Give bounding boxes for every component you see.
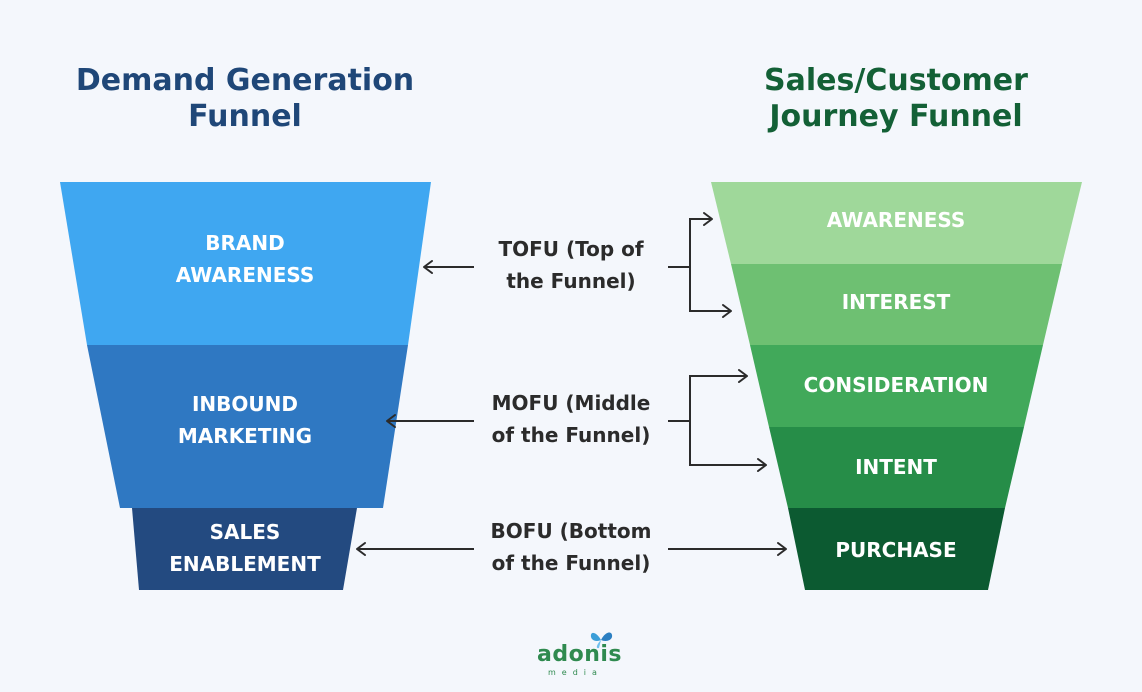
mofu-label: of the Funnel) (492, 423, 651, 447)
demand-generation-title-line1: Demand Generation (75, 63, 415, 98)
left-stage-brand-awareness (60, 182, 431, 345)
connector-arrows (356, 212, 787, 556)
bofu-label: BOFU (Bottom (491, 519, 652, 543)
right-stage-label: PURCHASE (835, 538, 956, 562)
right-stage-purchase (788, 508, 1005, 590)
arrowhead (703, 212, 713, 226)
right-stage-label: CONSIDERATION (804, 373, 989, 397)
right-stage-label: INTENT (855, 455, 937, 479)
right-stage-interest (731, 264, 1062, 345)
customer-journey-title: Sales/Customer Journey Funnel (690, 63, 1102, 135)
mofu-label: MOFU (Middle (492, 391, 651, 415)
middle-labels: TOFU (Top of the Funnel) MOFU (Middle of… (491, 237, 652, 575)
arrowhead (777, 542, 787, 556)
demand-generation-title-line2: Funnel (188, 99, 302, 134)
arrowhead (356, 542, 366, 556)
customer-journey-funnel: AWARENESS INTEREST CONSIDERATION INTENT … (711, 182, 1082, 590)
customer-journey-title-line1: Sales/Customer (764, 63, 1028, 98)
left-stage-inbound-marketing (87, 345, 408, 508)
left-stage-label: MARKETING (178, 424, 312, 448)
left-stage-label: AWARENESS (176, 263, 315, 287)
tofu-label: the Funnel) (506, 269, 635, 293)
customer-journey-title-line2: Journey Funnel (769, 99, 1023, 134)
mofu-bracket (689, 375, 766, 466)
right-stage-awareness (711, 182, 1082, 264)
arrowhead (738, 369, 748, 383)
bofu-label: of the Funnel) (492, 551, 651, 575)
tofu-label: TOFU (Top of (498, 237, 643, 261)
arrowhead (423, 260, 433, 274)
left-stage-label: ENABLEMENT (169, 552, 321, 576)
logo-subtext: media (548, 668, 603, 677)
right-stage-consideration (750, 345, 1043, 427)
arrowhead (722, 304, 732, 318)
demand-generation-title: Demand Generation Funnel (40, 63, 450, 135)
right-stage-intent (769, 427, 1024, 508)
left-stage-label: INBOUND (192, 392, 298, 416)
left-stage-sales-enablement (132, 508, 357, 590)
demand-generation-funnel: BRAND AWARENESS INBOUND MARKETING SALES … (60, 182, 431, 590)
arrowhead (757, 458, 767, 472)
right-stage-label: AWARENESS (827, 208, 966, 232)
butterfly-icon (590, 632, 613, 649)
left-stage-label: SALES (210, 520, 281, 544)
right-stage-label: INTEREST (842, 290, 951, 314)
logo-wordmark: adonis (537, 642, 623, 667)
tofu-bracket (689, 218, 731, 312)
left-stage-label: BRAND (205, 231, 284, 255)
arrowhead (386, 414, 396, 428)
